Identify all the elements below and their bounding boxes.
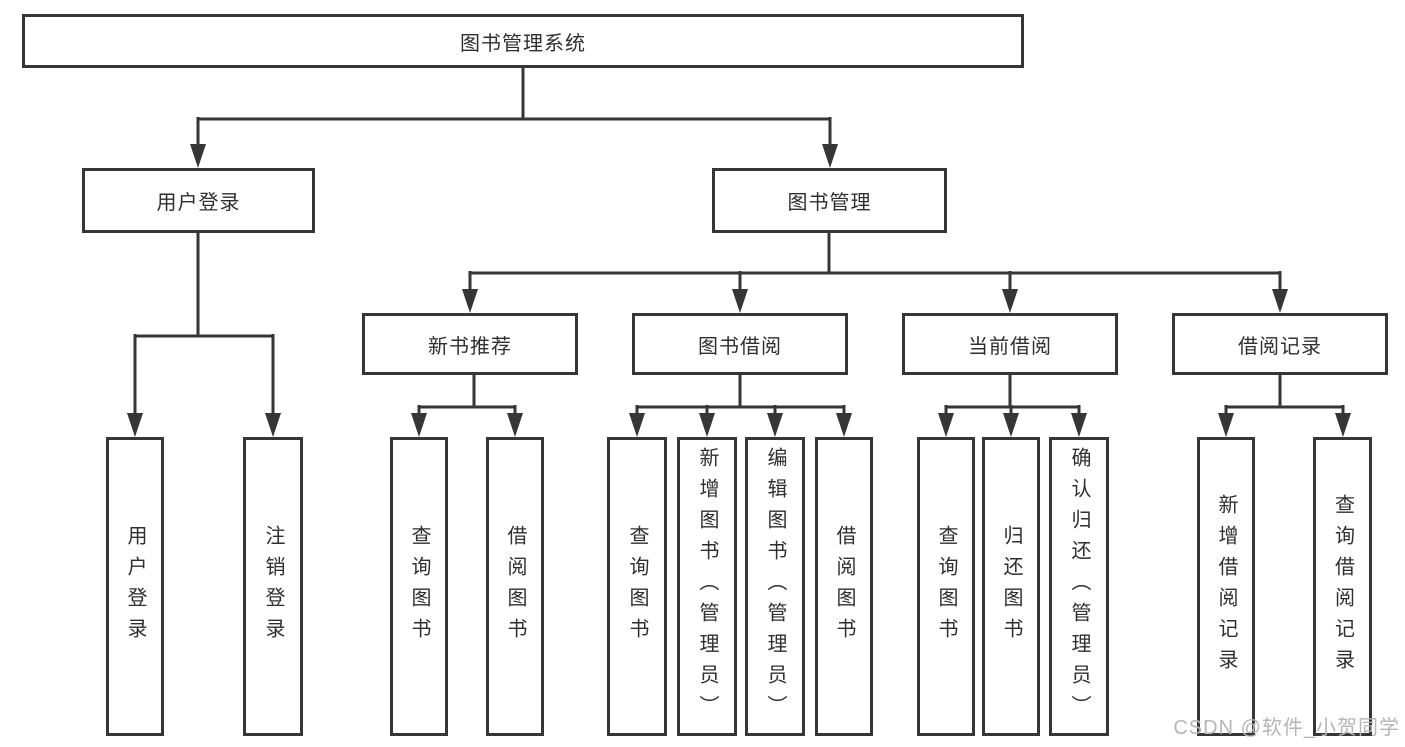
node-borrow-record: 借阅记录 <box>1172 313 1388 375</box>
arrowhead-icons <box>127 144 1351 437</box>
node-library-management-system: 图书管理系统 <box>22 14 1024 68</box>
leaf-label: 查询图书 <box>626 524 648 649</box>
leaf-borrow-add-book: 新增图书（管理员） <box>677 437 737 736</box>
leaf-label: 查询借阅记录 <box>1331 493 1354 680</box>
leaf-recommend-query-book: 查询图书 <box>390 437 448 736</box>
leaf-label: 查询图书 <box>408 524 430 649</box>
node-label: 图书借阅 <box>698 335 782 358</box>
leaf-current-return-book: 归还图书 <box>982 437 1040 736</box>
leaf-label: 借阅图书 <box>504 524 526 649</box>
node-label: 新书推荐 <box>428 335 512 358</box>
leaf-label: 确认归还（管理员） <box>1068 447 1090 726</box>
leaf-current-confirm-return: 确认归还（管理员） <box>1049 437 1109 736</box>
leaf-user-login: 用户登录 <box>106 437 164 736</box>
node-book-management: 图书管理 <box>712 168 947 233</box>
node-label: 用户登录 <box>156 192 241 214</box>
node-label: 借阅记录 <box>1238 335 1322 358</box>
node-user-login: 用户登录 <box>82 168 315 233</box>
leaf-borrow-query-book: 查询图书 <box>607 437 667 736</box>
node-new-book-recommend: 新书推荐 <box>362 313 578 375</box>
node-label: 图书管理 <box>787 192 872 214</box>
leaf-record-query-record: 查询借阅记录 <box>1313 437 1372 736</box>
leaf-current-query-book: 查询图书 <box>917 437 975 736</box>
leaf-label: 注销登录 <box>262 524 284 649</box>
leaf-record-add-record: 新增借阅记录 <box>1197 437 1255 736</box>
leaf-label: 查询图书 <box>935 524 957 649</box>
leaf-borrow-borrow-book: 借阅图书 <box>815 437 873 736</box>
leaf-label: 归还图书 <box>1000 524 1022 649</box>
leaf-logout: 注销登录 <box>243 437 303 736</box>
leaf-label: 用户登录 <box>124 524 146 649</box>
leaf-borrow-edit-book: 编辑图书（管理员） <box>745 437 805 736</box>
leaf-recommend-borrow-book: 借阅图书 <box>486 437 544 736</box>
leaf-label: 新增借阅记录 <box>1215 493 1237 680</box>
node-book-borrow: 图书借阅 <box>632 313 848 375</box>
node-label: 图书管理系统 <box>460 32 586 55</box>
node-current-borrow: 当前借阅 <box>902 313 1118 375</box>
leaf-label: 编辑图书（管理员） <box>764 447 786 726</box>
leaf-label: 借阅图书 <box>833 524 855 649</box>
node-label: 当前借阅 <box>968 335 1052 358</box>
leaf-label: 新增图书（管理员） <box>696 447 718 726</box>
